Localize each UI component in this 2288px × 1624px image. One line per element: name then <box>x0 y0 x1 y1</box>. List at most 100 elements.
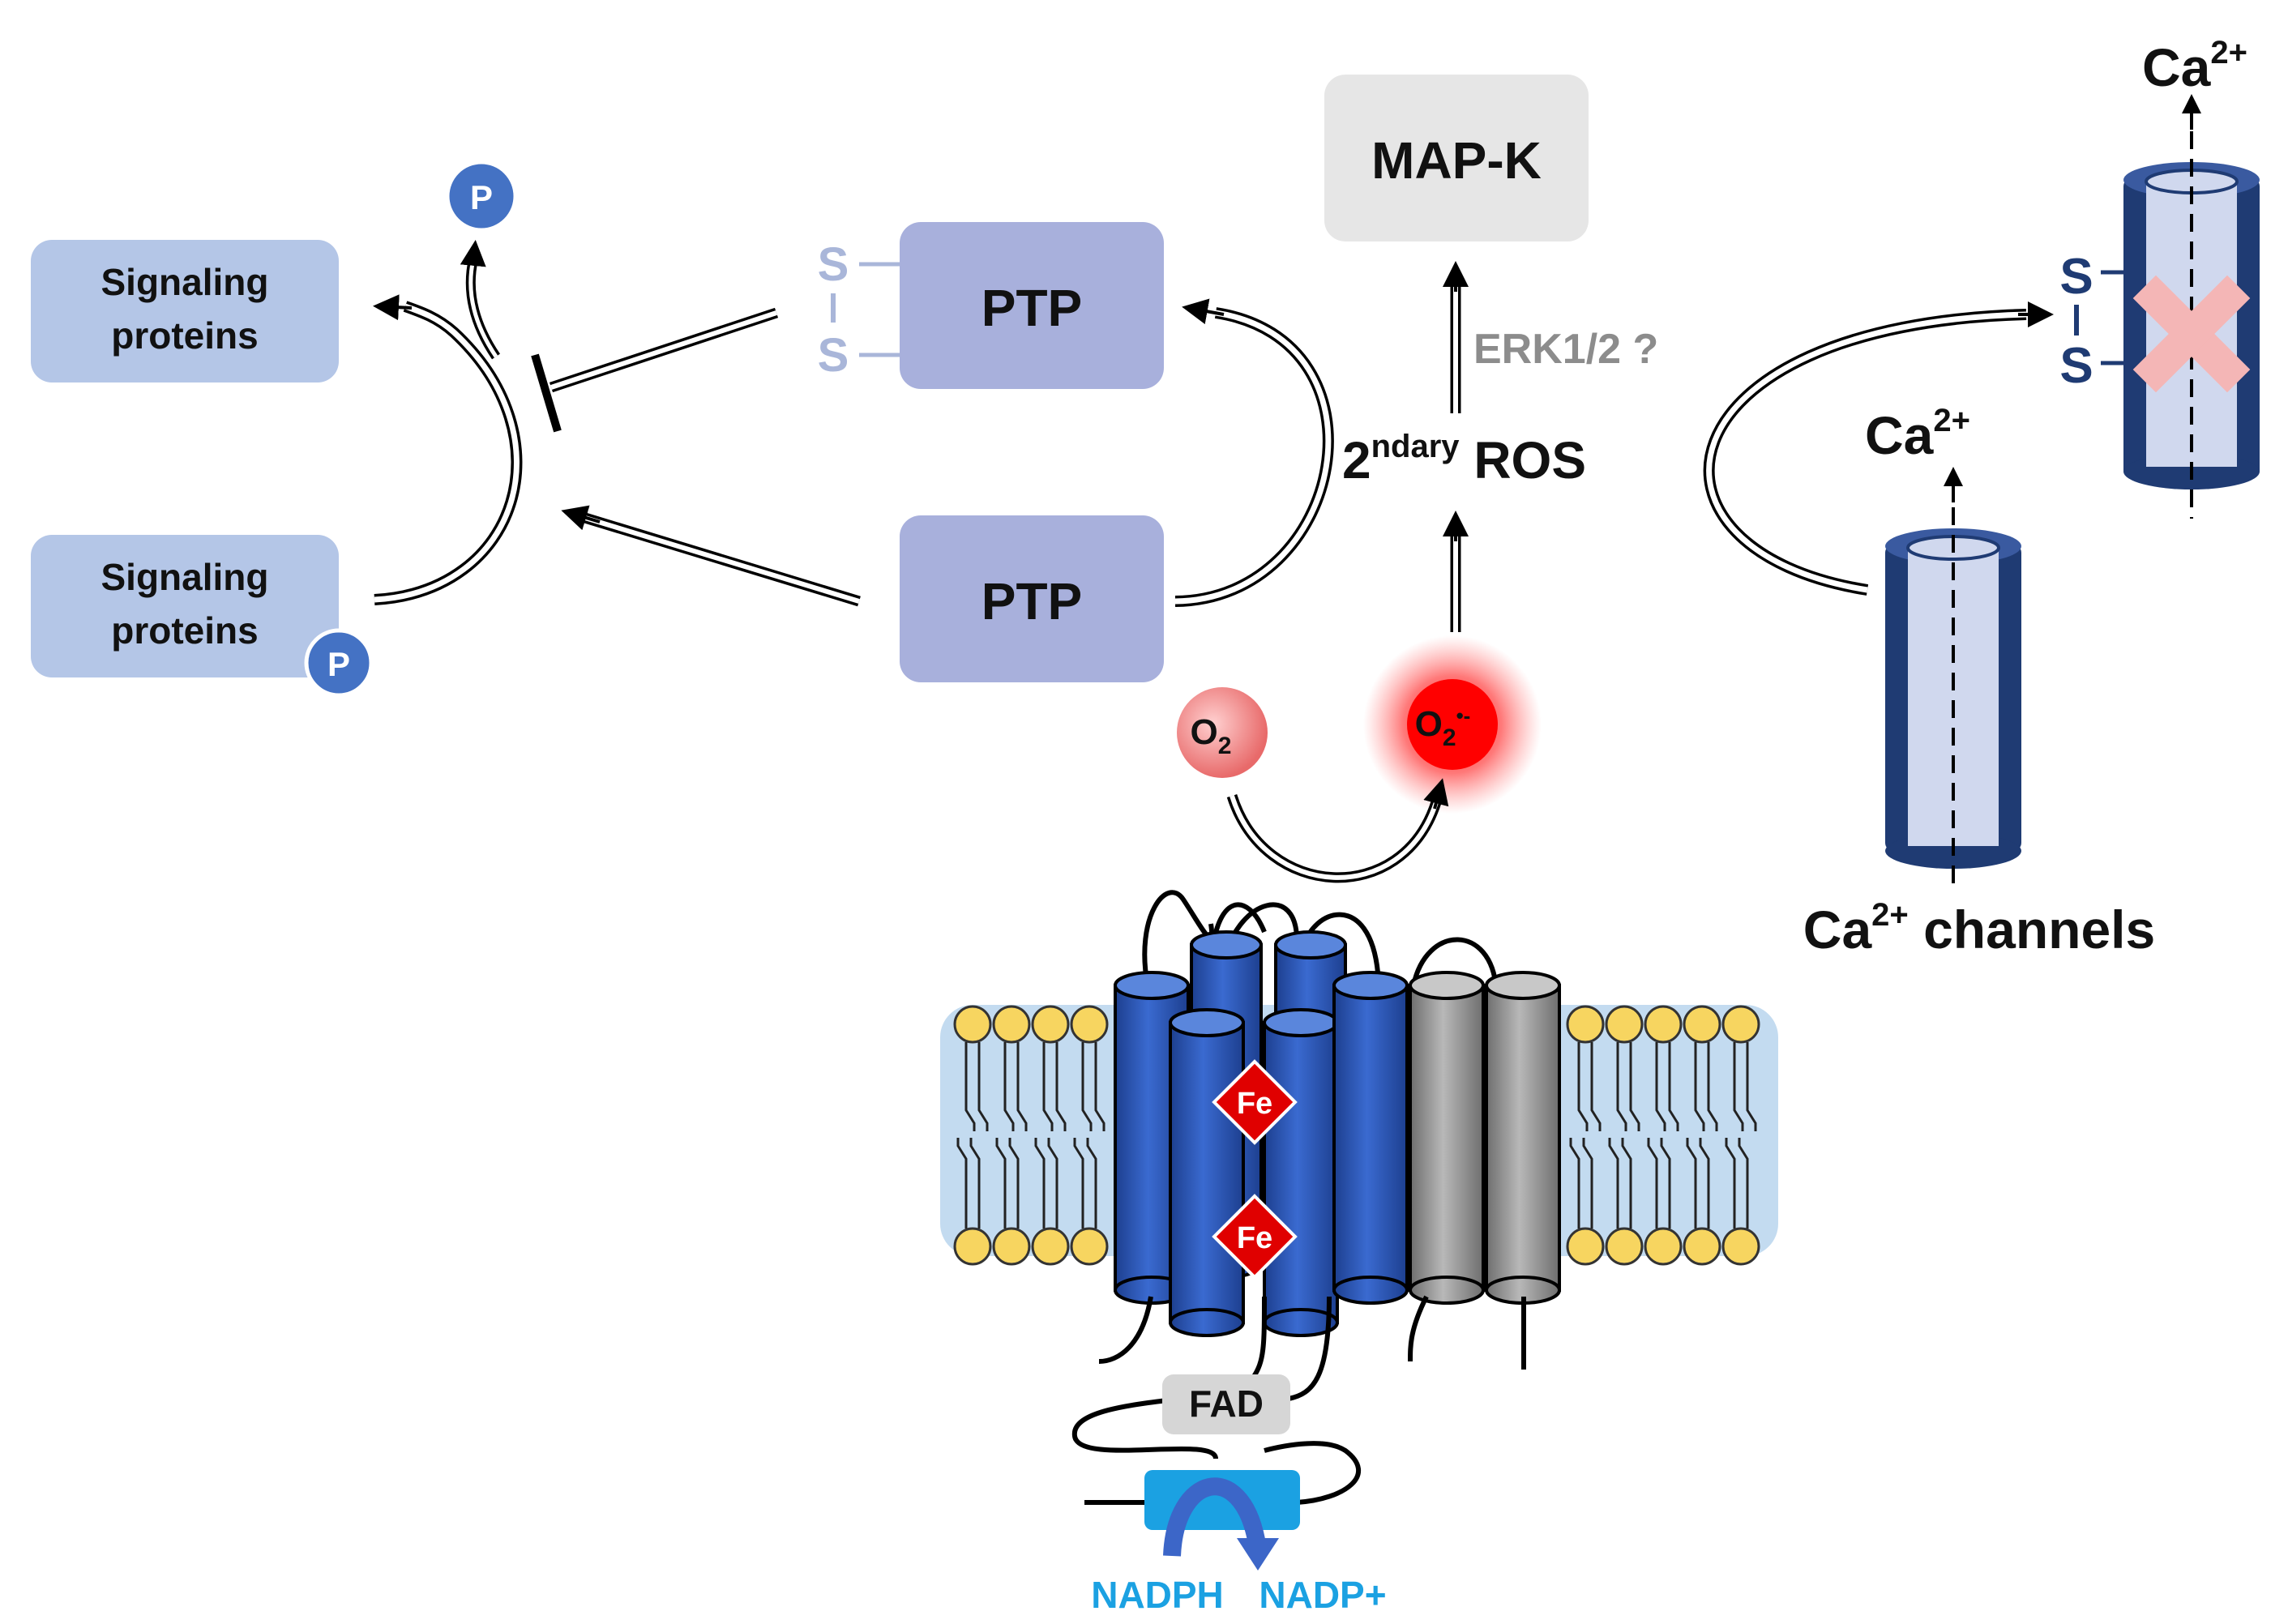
lipid-head <box>992 1227 1031 1266</box>
nadph-domain: NADPH NADP+ <box>1084 1441 1387 1616</box>
secondary-ros-label: 2ndary ROS <box>1342 429 1586 489</box>
lipid-head <box>992 1005 1031 1044</box>
lipid-head <box>953 1227 992 1266</box>
lipid-tail <box>1073 1138 1084 1229</box>
ca-channel-blocked <box>2123 94 2260 519</box>
mapk-box: MAP-K <box>1324 75 1589 241</box>
dephosphorylation-arrow <box>373 240 523 605</box>
o2-reduction-arrow <box>1226 778 1449 883</box>
lipid-head <box>1070 1227 1109 1266</box>
lipid-tail <box>1034 1138 1046 1229</box>
heme-iron-bottom: Fe <box>1212 1194 1298 1280</box>
ca-channel-open <box>1885 467 2021 893</box>
lipid-tail <box>956 1138 968 1229</box>
sulfur-bottom-faded: S <box>818 329 849 382</box>
lipid-tail <box>1582 1138 1593 1229</box>
signaling-proteins-bottom: Signaling proteins <box>31 535 339 677</box>
lipid-head <box>953 1005 992 1044</box>
lipid-tail <box>1738 1138 1749 1229</box>
lipid-tail <box>1707 1042 1718 1131</box>
phospho-group-bottom: P <box>304 628 374 698</box>
lipid-tail <box>1094 1042 1106 1131</box>
sulfur-bottom-channel: S <box>2059 338 2093 394</box>
lipid-tail <box>1660 1138 1671 1229</box>
ca-label-open: Ca2+ <box>1865 403 1970 465</box>
lipid-tail <box>1569 1138 1580 1229</box>
lipid-head <box>1566 1005 1605 1044</box>
helix <box>1263 1008 1339 1337</box>
ptp-oxidized: PTP <box>900 222 1164 389</box>
lipid-tail <box>1055 1042 1067 1131</box>
lipid-tail <box>1694 1042 1705 1131</box>
lipid-tail <box>1016 1042 1028 1131</box>
lipid-tail <box>1746 1042 1757 1131</box>
disulfide-faded: S S <box>818 238 900 382</box>
ptp-active: PTP <box>900 515 1164 682</box>
lipid-head <box>1721 1005 1760 1044</box>
helix <box>1409 971 1485 1305</box>
signaling-top-line2: proteins <box>111 314 258 357</box>
lipid-tail <box>1686 1138 1697 1229</box>
lipid-tail <box>1699 1138 1710 1229</box>
lipid-head <box>1605 1227 1644 1266</box>
lipid-tail <box>969 1138 981 1229</box>
lipid-head <box>1721 1227 1760 1266</box>
lipid-head <box>1644 1227 1683 1266</box>
lipid-tail <box>1655 1042 1666 1131</box>
signaling-top-line1: Signaling <box>101 261 269 303</box>
ptp-activation-arrow <box>561 505 861 607</box>
lipid-tail <box>1629 1042 1640 1131</box>
fe-label-bottom: Fe <box>1237 1221 1272 1255</box>
lipid-head <box>1683 1227 1721 1266</box>
ptp-active-label: PTP <box>981 572 1082 630</box>
nox-transmembrane-helices <box>1114 930 1561 1337</box>
erk-label: ERK1/2 ? <box>1473 326 1658 373</box>
lipid-head <box>1566 1227 1605 1266</box>
phospho-label-bottom: P <box>327 645 350 683</box>
lipid-head <box>1031 1227 1070 1266</box>
ca-label-blocked: Ca2+ <box>2142 35 2247 97</box>
lipid-head <box>1644 1005 1683 1044</box>
lipid-head <box>1070 1005 1109 1044</box>
lipid-head <box>1683 1005 1721 1044</box>
lipid-tail <box>1616 1042 1627 1131</box>
ca-channels-label: Ca2+ channels <box>1803 897 2155 959</box>
lipid-tail <box>1047 1138 1058 1229</box>
lipid-tail <box>1081 1042 1093 1131</box>
ros-to-channel-arrow <box>1703 301 2054 596</box>
signaling-bottom-line2: proteins <box>111 609 258 652</box>
lipid-tail <box>964 1042 976 1131</box>
oxygen-molecule: O2 <box>1177 687 1268 778</box>
lipid-tail <box>1042 1042 1054 1131</box>
lipid-tail <box>1668 1042 1679 1131</box>
superoxide-molecule: O2•- <box>1363 635 1542 814</box>
sulfur-top-faded: S <box>818 238 849 291</box>
fe-label-top: Fe <box>1237 1087 1272 1121</box>
lipid-tail <box>1647 1138 1658 1229</box>
disulfide-channel: S S <box>2059 249 2123 394</box>
lipid-tail <box>1577 1042 1589 1131</box>
lipid-tail <box>995 1138 1007 1229</box>
mapk-label: MAP-K <box>1371 131 1542 190</box>
lipid-head <box>1031 1005 1070 1044</box>
signaling-bottom-line1: Signaling <box>101 556 269 598</box>
lipid-tail <box>1590 1042 1602 1131</box>
lipid-tail <box>1608 1138 1619 1229</box>
sulfur-top-channel: S <box>2059 249 2093 305</box>
fad-label: FAD <box>1189 1383 1264 1425</box>
fad-domain: FAD <box>1162 1374 1290 1434</box>
lipid-tail <box>1008 1138 1020 1229</box>
phospho-group-released: P <box>445 160 518 233</box>
signaling-proteins-top: Signaling proteins <box>31 240 339 382</box>
phospho-label-released: P <box>470 178 493 216</box>
lipid-tail <box>1621 1138 1632 1229</box>
o2-label: O2 <box>1191 712 1232 759</box>
lipid-tail <box>977 1042 989 1131</box>
lipid-tail <box>1725 1138 1736 1229</box>
nadp-label: NADP+ <box>1259 1574 1386 1616</box>
nadph-label: NADPH <box>1091 1574 1224 1616</box>
block-x-icon <box>2132 275 2251 393</box>
helix <box>1332 971 1409 1305</box>
